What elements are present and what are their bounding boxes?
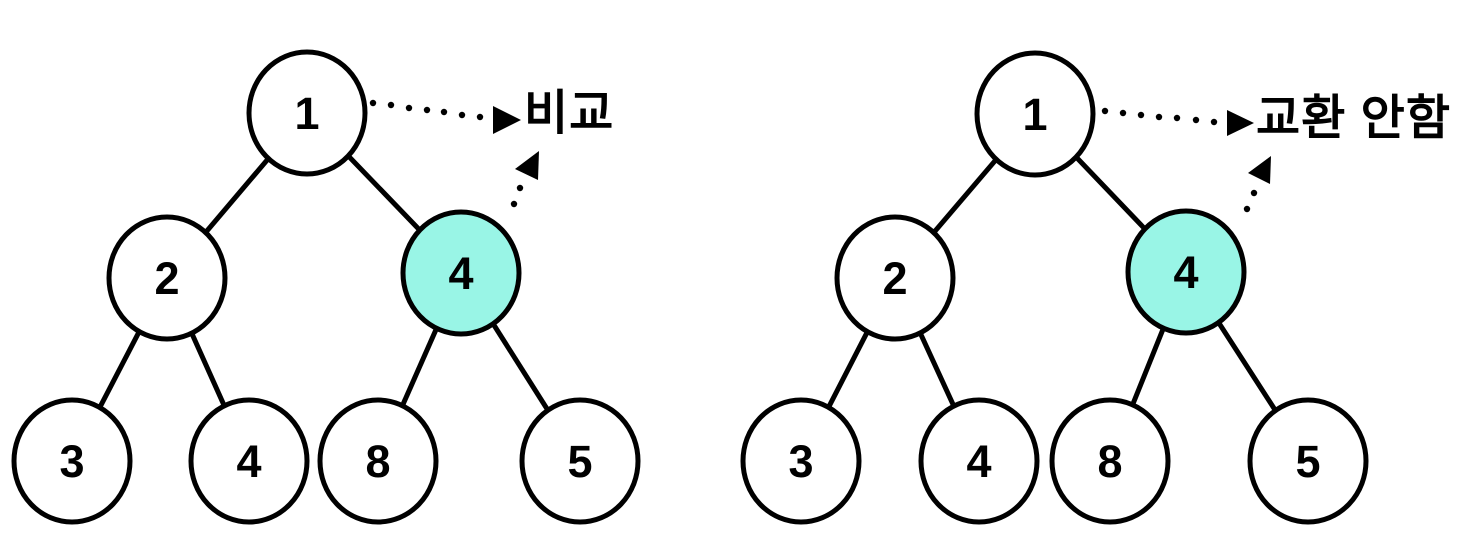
tree-node: 5 — [1247, 397, 1369, 525]
node-to-label-dotted-arrow — [510, 151, 539, 208]
dotted-line-dot — [1173, 114, 1181, 122]
dotted-line-dot — [1192, 116, 1200, 124]
tree-node: 4 — [188, 397, 310, 525]
tree-node: 2 — [834, 214, 956, 342]
dotted-line-dot — [1119, 109, 1127, 117]
dotted-line-dot — [1250, 189, 1258, 197]
node-value: 8 — [365, 436, 390, 487]
node-circle — [834, 214, 956, 342]
tree-node-highlighted: 4 — [1125, 208, 1247, 336]
dotted-line-dot — [1155, 113, 1163, 121]
tree-node: 3 — [11, 397, 133, 525]
node-value: 5 — [1295, 436, 1320, 487]
arrowhead-icon — [1248, 156, 1271, 184]
node-value: 2 — [154, 253, 179, 304]
node-circle — [1247, 397, 1369, 525]
dotted-line-dot — [516, 184, 524, 192]
arrowhead-icon — [493, 106, 521, 134]
node-circle — [246, 49, 368, 177]
dotted-line-dot — [1101, 107, 1109, 115]
dotted-line-dot — [387, 101, 395, 109]
node-value: 4 — [1173, 247, 1198, 298]
node-value: 4 — [966, 436, 991, 487]
annotation-label-left: 비교 — [524, 87, 614, 140]
node-circle — [519, 397, 641, 525]
node-circle — [740, 397, 862, 525]
node-circle — [974, 50, 1096, 178]
compare-dotted-arrow — [1101, 107, 1254, 136]
node-value: 1 — [294, 88, 319, 139]
tree-right: 1 2 4 3 4 8 5 교환 안함 — [740, 50, 1451, 525]
node-value: 3 — [788, 436, 813, 487]
tree-node: 8 — [317, 397, 439, 525]
compare-dotted-arrow — [369, 99, 521, 134]
node-to-label-dotted-arrow — [1243, 156, 1271, 213]
dotted-line-dot — [1210, 118, 1218, 126]
node-circle — [400, 209, 522, 337]
node-circle — [317, 397, 439, 525]
node-value: 5 — [567, 436, 592, 487]
dotted-line-dot — [1243, 205, 1251, 213]
dotted-line-dot — [458, 111, 466, 119]
node-value: 4 — [236, 436, 261, 487]
node-circle — [1125, 208, 1247, 336]
tree-node: 2 — [106, 214, 228, 342]
node-circle — [918, 397, 1040, 525]
tree-node: 5 — [519, 397, 641, 525]
dotted-line-dot — [1137, 111, 1145, 119]
tree-node: 1 — [974, 50, 1096, 178]
dotted-line-dot — [369, 99, 377, 107]
node-value: 8 — [1097, 436, 1122, 487]
dotted-line-dot — [476, 113, 484, 121]
tree-node: 8 — [1049, 397, 1171, 525]
tree-node: 1 — [246, 49, 368, 177]
tree-left: 1 2 4 3 4 8 5 비교 — [11, 49, 641, 525]
node-value: 4 — [448, 248, 473, 299]
dotted-line-dot — [510, 200, 518, 208]
arrowhead-icon — [1227, 110, 1254, 136]
node-circle — [1049, 397, 1171, 525]
annotation-label-right: 교환 안함 — [1256, 92, 1451, 145]
node-value: 1 — [1022, 89, 1047, 140]
dotted-line-dot — [440, 108, 448, 116]
dotted-line-dot — [405, 104, 413, 112]
node-circle — [188, 397, 310, 525]
dotted-line-dot — [423, 106, 431, 114]
arrowhead-icon — [515, 151, 539, 180]
node-circle — [11, 397, 133, 525]
tree-node-highlighted: 4 — [400, 209, 522, 337]
tree-node: 4 — [918, 397, 1040, 525]
tree-node: 3 — [740, 397, 862, 525]
node-circle — [106, 214, 228, 342]
node-value: 3 — [59, 436, 84, 487]
node-value: 2 — [882, 253, 907, 304]
